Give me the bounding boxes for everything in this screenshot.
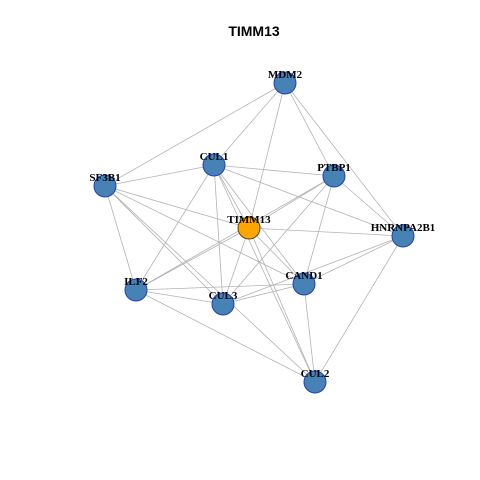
node-label-hnrnpa2b1: HNRNPA2B1 bbox=[371, 222, 436, 234]
node-sf3b1[interactable] bbox=[93, 174, 117, 198]
node-cul2[interactable] bbox=[303, 370, 327, 394]
edge-sf3b1-cul3 bbox=[104, 185, 224, 305]
edge-ptbp1-timm13 bbox=[248, 175, 335, 229]
node-layer bbox=[93, 71, 415, 394]
node-timm13[interactable] bbox=[237, 216, 261, 240]
edge-cul1-timm13 bbox=[213, 164, 250, 229]
edge-mdm2-cul1 bbox=[213, 82, 286, 166]
edge-mdm2-ptbp1 bbox=[284, 82, 335, 177]
edge-hnrnpa2b1-cand1 bbox=[303, 235, 404, 285]
node-label-timm13: TIMM13 bbox=[227, 214, 271, 226]
node-label-sf3b1: SF3B1 bbox=[89, 172, 120, 184]
edge-ilf2-cul2 bbox=[135, 289, 316, 383]
edge-mdm2-hnrnpa2b1 bbox=[284, 82, 404, 237]
edge-ptbp1-ilf2 bbox=[135, 175, 335, 291]
node-cul1[interactable] bbox=[202, 153, 226, 177]
node-label-cul1: CUL1 bbox=[200, 151, 229, 163]
edge-ptbp1-cand1 bbox=[303, 175, 335, 285]
node-ilf2[interactable] bbox=[124, 278, 148, 302]
edge-sf3b1-cand1 bbox=[104, 185, 305, 285]
node-mdm2[interactable] bbox=[273, 71, 297, 95]
edge-ilf2-cand1 bbox=[135, 283, 305, 291]
edge-hnrnpa2b1-cul3 bbox=[222, 235, 404, 305]
edge-cul1-hnrnpa2b1 bbox=[213, 164, 404, 237]
edge-layer bbox=[104, 82, 404, 383]
node-ptbp1[interactable] bbox=[322, 164, 346, 188]
label-layer: MDM2CUL1PTBP1SF3B1TIMM13HNRNPA2B1CAND1IL… bbox=[89, 69, 435, 380]
edge-ptbp1-hnrnpa2b1 bbox=[333, 175, 404, 237]
graph-title: TIMM13 bbox=[228, 23, 280, 39]
edge-mdm2-sf3b1 bbox=[104, 82, 286, 187]
edge-sf3b1-ilf2 bbox=[104, 185, 137, 291]
node-label-mdm2: MDM2 bbox=[268, 69, 303, 81]
edge-sf3b1-cul2 bbox=[104, 185, 316, 383]
edge-timm13-ilf2 bbox=[135, 227, 250, 291]
edge-cul1-cul2 bbox=[213, 164, 316, 383]
edge-timm13-hnrnpa2b1 bbox=[248, 227, 404, 237]
node-label-ilf2: ILF2 bbox=[124, 276, 148, 288]
edge-cul1-cul3 bbox=[213, 164, 224, 305]
node-label-cul2: CUL2 bbox=[301, 368, 330, 380]
node-hnrnpa2b1[interactable] bbox=[391, 224, 415, 248]
edge-ilf2-cul3 bbox=[135, 289, 224, 305]
node-label-ptbp1: PTBP1 bbox=[317, 162, 351, 174]
edge-cul1-ptbp1 bbox=[213, 164, 335, 177]
edge-cul1-ilf2 bbox=[135, 164, 215, 291]
node-cand1[interactable] bbox=[292, 272, 316, 296]
edge-cul1-sf3b1 bbox=[104, 164, 215, 187]
node-cul3[interactable] bbox=[211, 292, 235, 316]
edge-cand1-cul2 bbox=[303, 283, 316, 383]
node-label-cul3: CUL3 bbox=[209, 290, 238, 302]
edge-cul3-cand1 bbox=[222, 283, 305, 305]
edge-timm13-cand1 bbox=[248, 227, 305, 285]
edge-hnrnpa2b1-cul2 bbox=[314, 235, 404, 383]
node-label-cand1: CAND1 bbox=[285, 270, 322, 282]
edge-sf3b1-timm13 bbox=[104, 185, 250, 229]
edge-mdm2-timm13 bbox=[248, 82, 286, 229]
edge-ptbp1-cul3 bbox=[222, 175, 335, 305]
edge-timm13-cul3 bbox=[222, 227, 250, 305]
edge-timm13-cul2 bbox=[248, 227, 316, 383]
